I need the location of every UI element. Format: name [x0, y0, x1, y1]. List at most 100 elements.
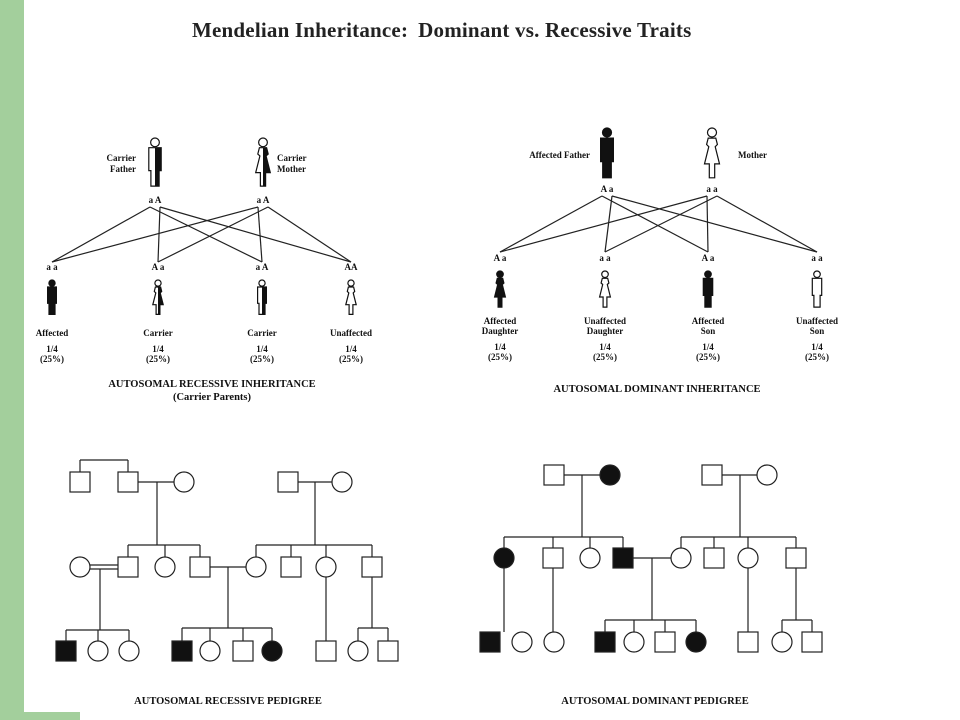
dominant_inheritance-child-figure-2-body [702, 277, 714, 308]
recessive_inheritance-child-label: Affected [36, 328, 68, 338]
recessive_inheritance-child-genotype: a a [46, 262, 58, 272]
recessive_inheritance-cross-line [159, 206, 352, 263]
recessive_inheritance-child-figure-1-body-fill [158, 287, 164, 315]
recessive_inheritance-child-label: Unaffected [330, 328, 372, 338]
dominant_inheritance-father-figure-head [601, 127, 613, 138]
dominant_inheritance-caption: AUTOSOMAL DOMINANT INHERITANCE [553, 384, 760, 395]
recessive_inheritance-child-figure-0-body [47, 286, 57, 315]
recessive_pedigree-gen3-female [118, 640, 140, 662]
dominant_inheritance-father-figure [600, 127, 614, 179]
page-title-right: Dominant vs. Recessive Traits [418, 18, 692, 42]
dominant_inheritance-father-genotype: A a [601, 184, 614, 194]
dominant_pedigree-gen2-female [737, 547, 759, 569]
recessive_pedigree-gen3-female [199, 640, 221, 662]
recessive_inheritance-child-genotype: A a [152, 262, 165, 272]
dominant_inheritance-cross-line [499, 195, 603, 253]
dominant_pedigree-gen3-male [594, 631, 616, 653]
dominant_inheritance-mother-figure [703, 127, 721, 179]
recessive_inheritance-father-label: Father [110, 164, 136, 174]
dominant_pedigree-gen3-female [623, 631, 645, 653]
dominant_inheritance-child-genotype: A a [494, 253, 507, 263]
recessive_inheritance-child-label: Carrier [247, 328, 276, 338]
dominant_pedigree-gen3-female [511, 631, 533, 653]
recessive_pedigree-gen2-female [69, 556, 91, 578]
recessive_inheritance-father-figure-head [150, 137, 160, 148]
dominant_pedigree-gen3-male [654, 631, 676, 653]
dominant_inheritance-child-figure-1-head [601, 270, 609, 279]
dominant_inheritance-child-label: Daughter [482, 326, 519, 336]
recessive_inheritance-child-percent: (25%) [250, 354, 274, 364]
dominant_pedigree-gen3-male [801, 631, 823, 653]
recessive_inheritance-cross-line [149, 206, 263, 263]
dominant_pedigree-gen3-female [771, 631, 793, 653]
dominant_inheritance-cross-line [499, 195, 708, 253]
dominant_inheritance-child-label: Unaffected [796, 316, 838, 326]
recessive_inheritance-cross-line [157, 206, 161, 263]
dominant_inheritance-mother-label: Mother [738, 150, 767, 160]
dominant_pedigree-gen3-female [685, 631, 707, 653]
recessive_inheritance-child-fraction: 1/4 [46, 344, 58, 354]
recessive_pedigree-gen1-male [117, 471, 139, 493]
dominant_inheritance-mother-genotype: a a [706, 184, 718, 194]
dominant_pedigree-gen3-male [479, 631, 501, 653]
page-title-left: Mendelian Inheritance: [192, 18, 409, 42]
recessive_pedigree-gen3-male [55, 640, 77, 662]
dominant_inheritance-child-figure-2 [702, 270, 714, 308]
dominant_pedigree-gen2-female [493, 547, 515, 569]
recessive_pedigree-gen2-male [280, 556, 302, 578]
dominant_pedigree-gen1-female [599, 464, 621, 486]
recessive_inheritance-father-genotype: a A [149, 195, 162, 205]
dominant_pedigree-gen2-male [703, 547, 725, 569]
page-title: Mendelian Inheritance: Dominant vs. Reces… [192, 18, 691, 43]
dominant_inheritance-child-figure-3-body [811, 277, 823, 308]
dominant_pedigree-gen1-male [543, 464, 565, 486]
dominant_inheritance-child-label: Affected [484, 316, 516, 326]
dominant_inheritance-child-fraction: 1/4 [702, 342, 714, 352]
dominant_inheritance-child-label: Daughter [587, 326, 624, 336]
dominant_inheritance-child-genotype: a a [599, 253, 611, 263]
recessive_pedigree-gen1-male [277, 471, 299, 493]
dominant_inheritance-mother-figure-head [706, 127, 718, 138]
recessive_pedigree-gen3-female [261, 640, 283, 662]
dominant_pedigree-gen2-male [542, 547, 564, 569]
recessive_pedigree-caption: AUTOSOMAL RECESSIVE PEDIGREE [134, 696, 322, 707]
recessive_pedigree-gen3-female [347, 640, 369, 662]
recessive_pedigree-gen3-male [315, 640, 337, 662]
dominant_inheritance-child-fraction: 1/4 [599, 342, 611, 352]
dominant_pedigree-gen2-male [612, 547, 634, 569]
dominant_inheritance-child-figure-1-body [598, 277, 612, 308]
dominant_inheritance-cross-line [604, 195, 613, 253]
dominant_inheritance-child-label: Affected [692, 316, 724, 326]
recessive_pedigree-gen2-female [154, 556, 176, 578]
dominant_inheritance-child-fraction: 1/4 [494, 342, 506, 352]
recessive_inheritance-child-figure-0 [47, 279, 57, 315]
side-accent-bar [0, 0, 24, 720]
dominant_pedigree-gen2-male [785, 547, 807, 569]
recessive_inheritance-child-figure-2-body-fill [262, 287, 267, 315]
recessive_pedigree-gen2-male [361, 556, 383, 578]
recessive_inheritance-cross-line [267, 206, 352, 263]
dominant_inheritance-child-percent: (25%) [805, 352, 829, 362]
dominant_inheritance-child-figure-3 [811, 270, 823, 308]
recessive_pedigree-gen2-female [315, 556, 337, 578]
recessive_inheritance-child-fraction: 1/4 [256, 344, 268, 354]
recessive_inheritance-child-figure-0-head [48, 279, 56, 287]
dominant_inheritance-child-figure-1 [598, 270, 612, 308]
recessive_inheritance-child-percent: (25%) [339, 354, 363, 364]
dominant_inheritance-child-label: Son [810, 326, 825, 336]
recessive_inheritance-cross-line [51, 206, 151, 263]
recessive_inheritance-child-percent: (25%) [40, 354, 64, 364]
dominant_pedigree-gen2-female [670, 547, 692, 569]
dominant_inheritance-child-figure-0 [493, 270, 507, 308]
dominant_inheritance-child-genotype: a a [811, 253, 823, 263]
recessive_inheritance-father-figure-body-fill [155, 147, 162, 187]
recessive_pedigree-gen3-male [171, 640, 193, 662]
recessive_inheritance-child-genotype: a A [256, 262, 269, 272]
recessive_pedigree-gen2-male [189, 556, 211, 578]
recessive_inheritance-father-label: Carrier [107, 153, 136, 163]
dominant_inheritance-cross-line [601, 195, 709, 253]
recessive_inheritance-child-percent: (25%) [146, 354, 170, 364]
recessive_inheritance-cross-line [157, 206, 269, 263]
recessive_pedigree-gen1-male [69, 471, 91, 493]
